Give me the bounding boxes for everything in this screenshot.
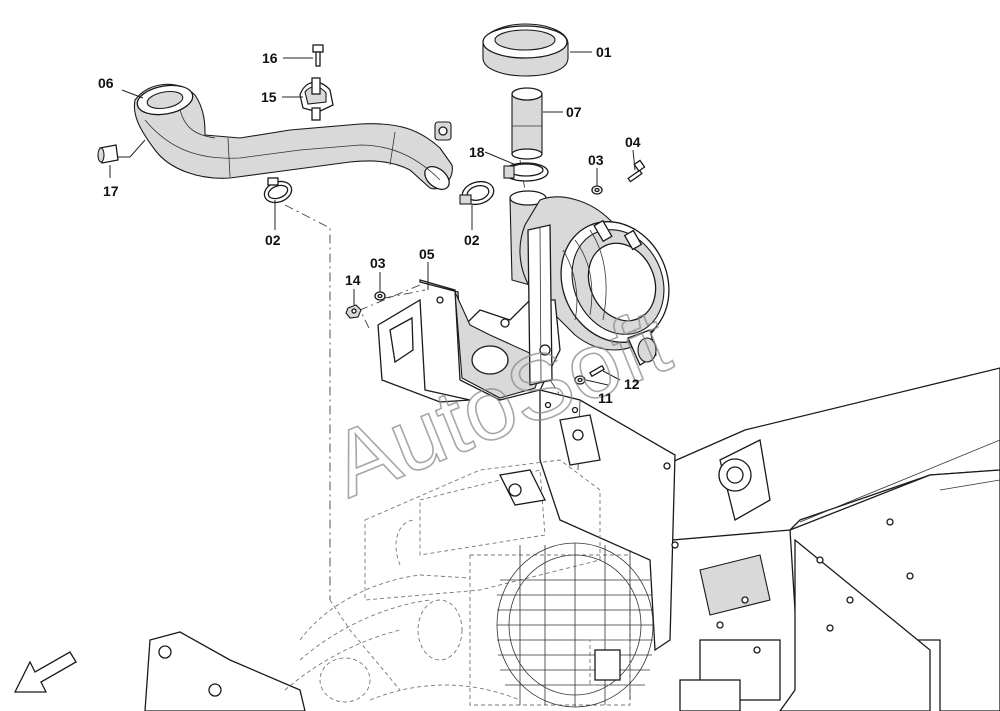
part-17-cap xyxy=(97,144,119,164)
callout-07: 07 xyxy=(566,104,582,120)
part-03-washer-lower xyxy=(374,291,386,301)
part-16-screw xyxy=(312,44,324,67)
hose-fitting-nut xyxy=(434,121,452,141)
air-filter-housing xyxy=(509,190,670,366)
callout-labels: 01 02 02 03 03 04 05 06 07 11 12 14 15 1… xyxy=(98,44,641,406)
frame-fasteners xyxy=(544,401,914,654)
part-02-clamp-right xyxy=(459,180,495,206)
callout-17: 17 xyxy=(103,183,119,199)
part-01-rain-cap xyxy=(482,23,569,77)
callout-16: 16 xyxy=(262,50,278,66)
callout-04: 04 xyxy=(625,134,641,150)
part-04-bolt xyxy=(627,159,646,183)
callout-12: 12 xyxy=(624,376,640,392)
callout-11: 11 xyxy=(598,390,613,406)
part-14-nut xyxy=(345,304,362,319)
callout-15: 15 xyxy=(261,89,277,105)
part-02-clamp-left xyxy=(263,177,293,204)
part-05-bracket xyxy=(377,224,561,403)
part-11-washer xyxy=(574,375,586,385)
callout-18: 18 xyxy=(469,144,485,160)
callout-02-right: 02 xyxy=(464,232,480,248)
callout-03-upper: 03 xyxy=(588,152,604,168)
callout-01: 01 xyxy=(596,44,612,60)
callout-05: 05 xyxy=(419,246,435,262)
part-12-screw xyxy=(589,364,605,378)
radiator-assembly xyxy=(284,414,654,708)
callout-14: 14 xyxy=(345,272,361,288)
leader-lines xyxy=(109,51,636,386)
part-15-clamp xyxy=(299,77,334,121)
part-06-hose xyxy=(133,83,453,190)
callout-02-left: 02 xyxy=(265,232,281,248)
part-03-washer-upper xyxy=(591,185,603,195)
arrow-down-left-icon xyxy=(13,651,77,693)
callout-06: 06 xyxy=(98,75,114,91)
part-18-clamp xyxy=(503,162,549,182)
fan-grille xyxy=(496,542,654,708)
part-07-intake-tube xyxy=(511,87,543,160)
callout-03-lower: 03 xyxy=(370,255,386,271)
